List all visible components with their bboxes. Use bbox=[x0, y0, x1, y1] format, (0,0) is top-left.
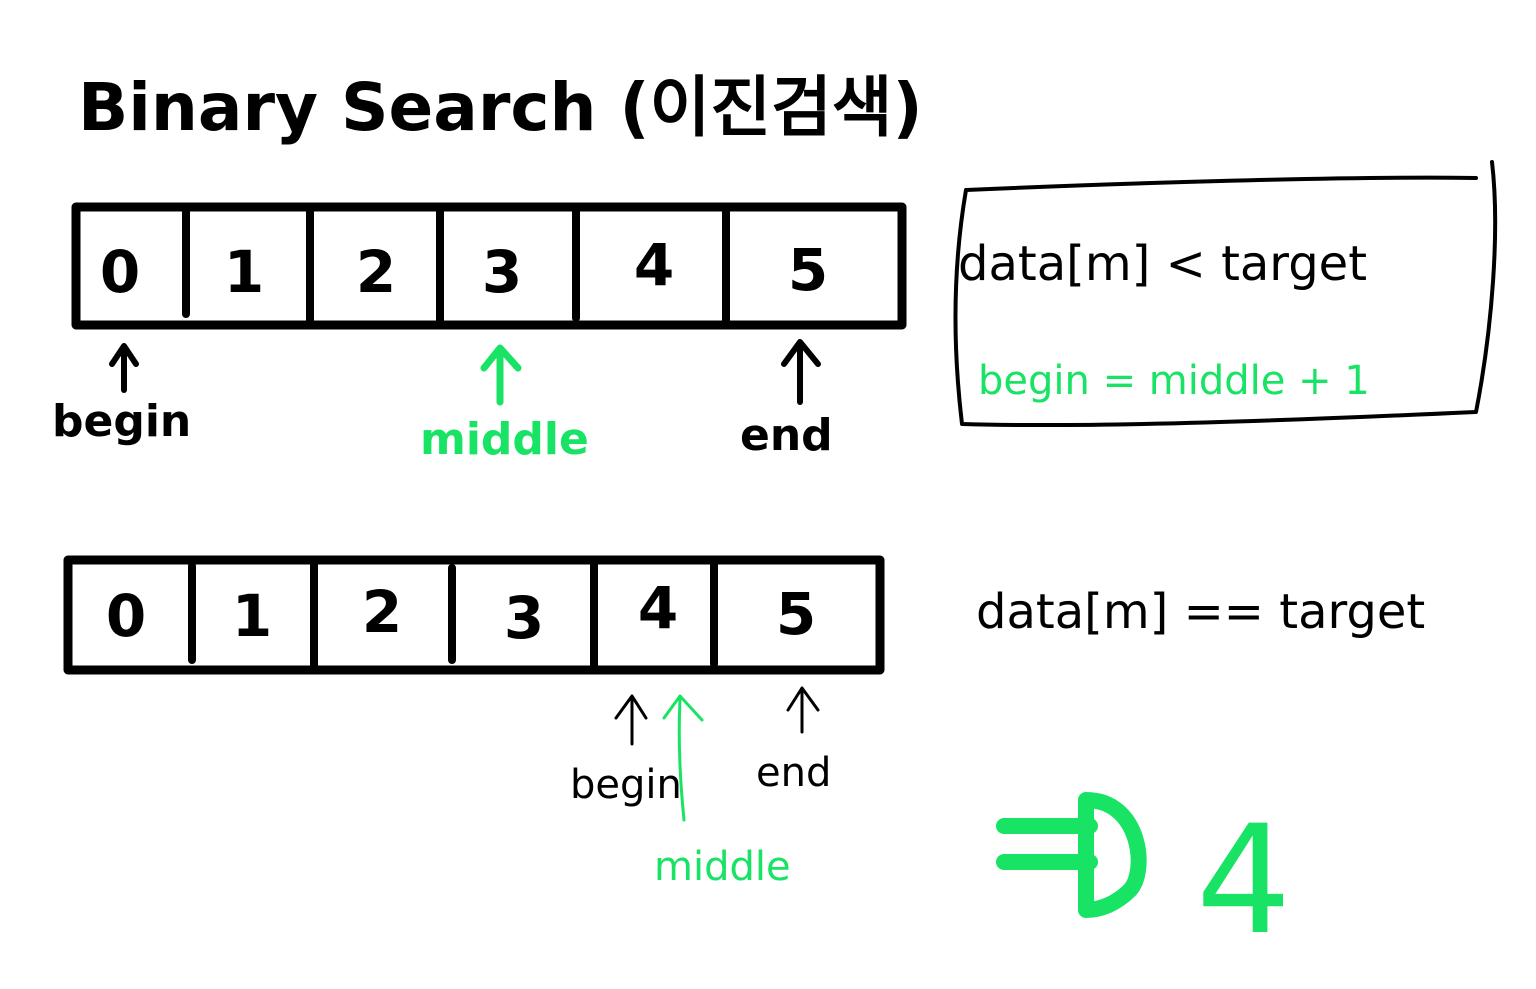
step1-condition-box: data[m] < target begin = middle + 1 bbox=[953, 160, 1498, 428]
step1-end-label: end bbox=[740, 410, 833, 461]
step2-cell-0: 0 bbox=[106, 582, 146, 650]
step1-middle-label: middle bbox=[420, 414, 589, 465]
step1-array-frame bbox=[71, 202, 907, 330]
step2-cell-1: 1 bbox=[232, 582, 272, 650]
step1-cell-0: 0 bbox=[100, 238, 140, 306]
step1-cell-1: 1 bbox=[224, 238, 264, 306]
step1-array: 0 1 2 3 4 5 bbox=[71, 202, 907, 330]
step2-middle-pointer: middle bbox=[654, 694, 791, 890]
step2-array-frame bbox=[63, 555, 885, 675]
step2-condition-text: data[m] == target bbox=[976, 584, 1425, 640]
step1-begin-arrowhead-icon bbox=[109, 343, 139, 367]
step2-array: 0 1 2 3 4 5 bbox=[63, 555, 885, 675]
result-value: 4 bbox=[1196, 794, 1291, 968]
step1-middle-arrowhead-icon bbox=[480, 344, 522, 372]
step2-end-label: end bbox=[756, 750, 831, 796]
step2-middle-label: middle bbox=[654, 844, 791, 890]
step2-end-pointer: end bbox=[756, 686, 831, 796]
step1-begin-pointer: begin bbox=[52, 343, 191, 447]
step1-cell-5: 5 bbox=[788, 236, 828, 304]
step1-update-text: begin = middle + 1 bbox=[978, 358, 1370, 404]
implies-arrow-icon bbox=[996, 792, 1147, 918]
step2-middle-arrowhead-icon bbox=[662, 694, 704, 722]
step2-end-arrowhead-icon bbox=[786, 686, 820, 712]
step2-begin-pointer: begin bbox=[570, 694, 682, 808]
step2-cell-5: 5 bbox=[776, 580, 816, 648]
step1-condition-frame bbox=[953, 160, 1498, 428]
step1-cell-3: 3 bbox=[482, 238, 522, 306]
page-title: Binary Search (이진검색) bbox=[78, 69, 923, 146]
step1-cell-4: 4 bbox=[634, 231, 674, 299]
step1-cell-2: 2 bbox=[356, 238, 396, 306]
step2-begin-arrowhead-icon bbox=[614, 694, 648, 720]
step1-middle-pointer: middle bbox=[420, 344, 589, 465]
step2-cell-2: 2 bbox=[362, 578, 402, 646]
step1-end-pointer: end bbox=[740, 339, 833, 461]
result: 4 bbox=[996, 792, 1291, 968]
step1-begin-label: begin bbox=[52, 396, 191, 447]
step2-cell-4: 4 bbox=[638, 574, 678, 642]
step2-cell-3: 3 bbox=[504, 584, 544, 652]
step1-condition-text: data[m] < target bbox=[958, 236, 1367, 292]
step1-end-arrowhead-icon bbox=[781, 339, 821, 367]
step2-begin-label: begin bbox=[570, 762, 682, 808]
step2-middle-arrow-icon bbox=[677, 698, 686, 822]
